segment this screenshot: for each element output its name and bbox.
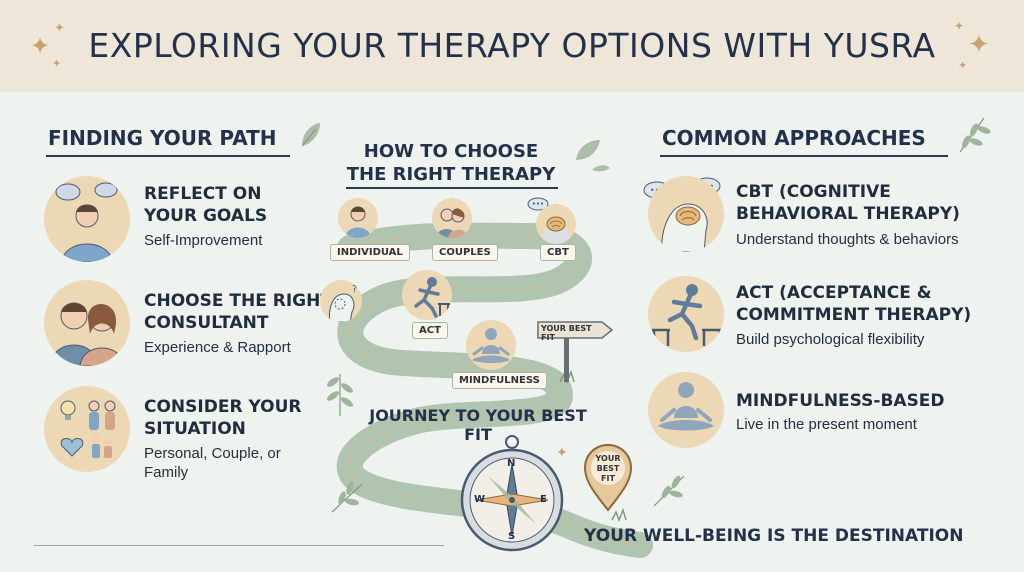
leaf-sprig-icon bbox=[959, 117, 991, 153]
thinking-head-icon: ? bbox=[320, 280, 362, 322]
sparkle-icon: ✦ bbox=[556, 445, 568, 461]
heading-underline bbox=[46, 155, 290, 157]
mindfulness-subtitle: Live in the present moment bbox=[736, 416, 917, 433]
compass-north: N bbox=[507, 458, 516, 469]
svg-text:•••: ••• bbox=[532, 200, 544, 208]
choose-consultant-illustration bbox=[44, 280, 130, 366]
header-banner bbox=[0, 0, 1024, 92]
leaf-sprig-icon bbox=[327, 374, 353, 416]
heading-line: HOW TO CHOOSE bbox=[363, 141, 539, 162]
couples-therapy-icon bbox=[432, 198, 472, 238]
compass-east: E bbox=[540, 494, 547, 505]
signpost-icon bbox=[537, 321, 614, 382]
pin-label: YOUR BEST FIT bbox=[590, 454, 626, 484]
mindfulness-illustration bbox=[648, 372, 724, 448]
couples-label: COUPLES bbox=[432, 244, 498, 261]
heading-line: THE RIGHT THERAPY bbox=[346, 164, 556, 185]
bottom-rule bbox=[34, 545, 444, 546]
mindfulness-label: MINDFULNESS bbox=[452, 372, 547, 389]
heading-underline bbox=[346, 187, 558, 189]
cbt-title: CBT (COGNITIVE BEHAVIORAL THERAPY) bbox=[736, 181, 960, 225]
mindfulness-meditation-icon bbox=[466, 320, 516, 370]
choose-consultant-title: CHOOSE THE RIGHT CONSULTANT bbox=[144, 290, 332, 334]
mindfulness-title: MINDFULNESS-BASED bbox=[736, 390, 945, 412]
reflect-goals-title: REFLECT ON YOUR GOALS bbox=[144, 183, 267, 227]
subtitle-line: Personal, Couple, or bbox=[144, 445, 281, 462]
leaf-sprig-icon bbox=[331, 481, 363, 513]
leaf-sprig-icon bbox=[653, 475, 685, 507]
individual-therapy-icon bbox=[338, 198, 378, 238]
consider-situation-title: CONSIDER YOUR SITUATION bbox=[144, 396, 302, 440]
cbt-subtitle: Understand thoughts & behaviors bbox=[736, 231, 959, 248]
title-line: COMMITMENT THERAPY) bbox=[736, 305, 972, 325]
choose-consultant-subtitle: Experience & Rapport bbox=[144, 339, 291, 356]
act-illustration bbox=[648, 276, 724, 352]
act-subtitle: Build psychological flexibility bbox=[736, 331, 925, 348]
sparkle-icon: ✦ bbox=[54, 21, 65, 36]
compass-west: W bbox=[474, 494, 486, 505]
act-label: ACT bbox=[412, 322, 448, 339]
sparkle-icon: ✦ bbox=[958, 59, 968, 72]
how-to-choose-heading: HOW TO CHOOSE THE RIGHT THERAPY bbox=[340, 140, 562, 186]
consider-situation-subtitle: Personal, Couple, or Family bbox=[144, 444, 281, 482]
heading-underline bbox=[660, 155, 948, 157]
pin-line: BEST bbox=[596, 464, 620, 473]
journey-heading: JOURNEY TO YOUR BEST FIT bbox=[369, 406, 587, 444]
sparkle-icon: ✦ bbox=[52, 57, 62, 70]
location-pin-icon bbox=[583, 443, 633, 512]
title-line: CHOOSE THE RIGHT bbox=[144, 291, 332, 311]
compass-south: S bbox=[508, 531, 516, 542]
common-approaches-heading: COMMON APPROACHES bbox=[662, 126, 926, 150]
title-line: SITUATION bbox=[144, 419, 246, 439]
signpost-label: YOUR BEST FIT bbox=[541, 324, 592, 342]
individual-label: INDIVIDUAL bbox=[330, 244, 410, 261]
title-line: CONSIDER YOUR bbox=[144, 397, 302, 417]
destination-tagline: YOUR WELL-BEING IS THE DESTINATION bbox=[584, 526, 964, 546]
cbt-label: CBT bbox=[540, 244, 576, 261]
sparkle-icon: ✦ bbox=[954, 19, 965, 33]
sparkle-icon: ✦ bbox=[30, 32, 51, 60]
title-line: REFLECT ON bbox=[144, 184, 262, 204]
title-line: MINDFULNESS-BASED bbox=[736, 391, 945, 411]
svg-text:?: ? bbox=[352, 284, 357, 295]
title-line: CBT (COGNITIVE bbox=[736, 182, 891, 202]
cbt-illustration bbox=[648, 176, 724, 252]
subtitle-line: Family bbox=[144, 464, 189, 481]
title-line: CONSULTANT bbox=[144, 313, 269, 333]
act-title: ACT (ACCEPTANCE & COMMITMENT THERAPY) bbox=[736, 282, 971, 326]
leaf-icon bbox=[576, 140, 610, 172]
reflect-goals-illustration bbox=[44, 176, 130, 262]
leaf-icon bbox=[301, 123, 320, 147]
finding-path-heading: FINDING YOUR PATH bbox=[48, 126, 277, 150]
act-runner-icon bbox=[402, 270, 452, 320]
compass-icon bbox=[460, 435, 564, 552]
cbt-brain-icon bbox=[536, 204, 576, 244]
title-line: ACT (ACCEPTANCE & bbox=[736, 283, 932, 303]
pin-line: YOUR bbox=[595, 454, 621, 463]
consider-situation-illustration bbox=[44, 386, 130, 472]
title-line: BEHAVIORAL THERAPY) bbox=[736, 204, 960, 224]
page-title: EXPLORING YOUR THERAPY OPTIONS WITH YUSR… bbox=[88, 26, 936, 65]
pin-line: FIT bbox=[601, 474, 615, 483]
reflect-goals-subtitle: Self-Improvement bbox=[144, 232, 263, 249]
title-line: YOUR GOALS bbox=[144, 206, 268, 226]
sparkle-icon: ✦ bbox=[968, 30, 990, 60]
